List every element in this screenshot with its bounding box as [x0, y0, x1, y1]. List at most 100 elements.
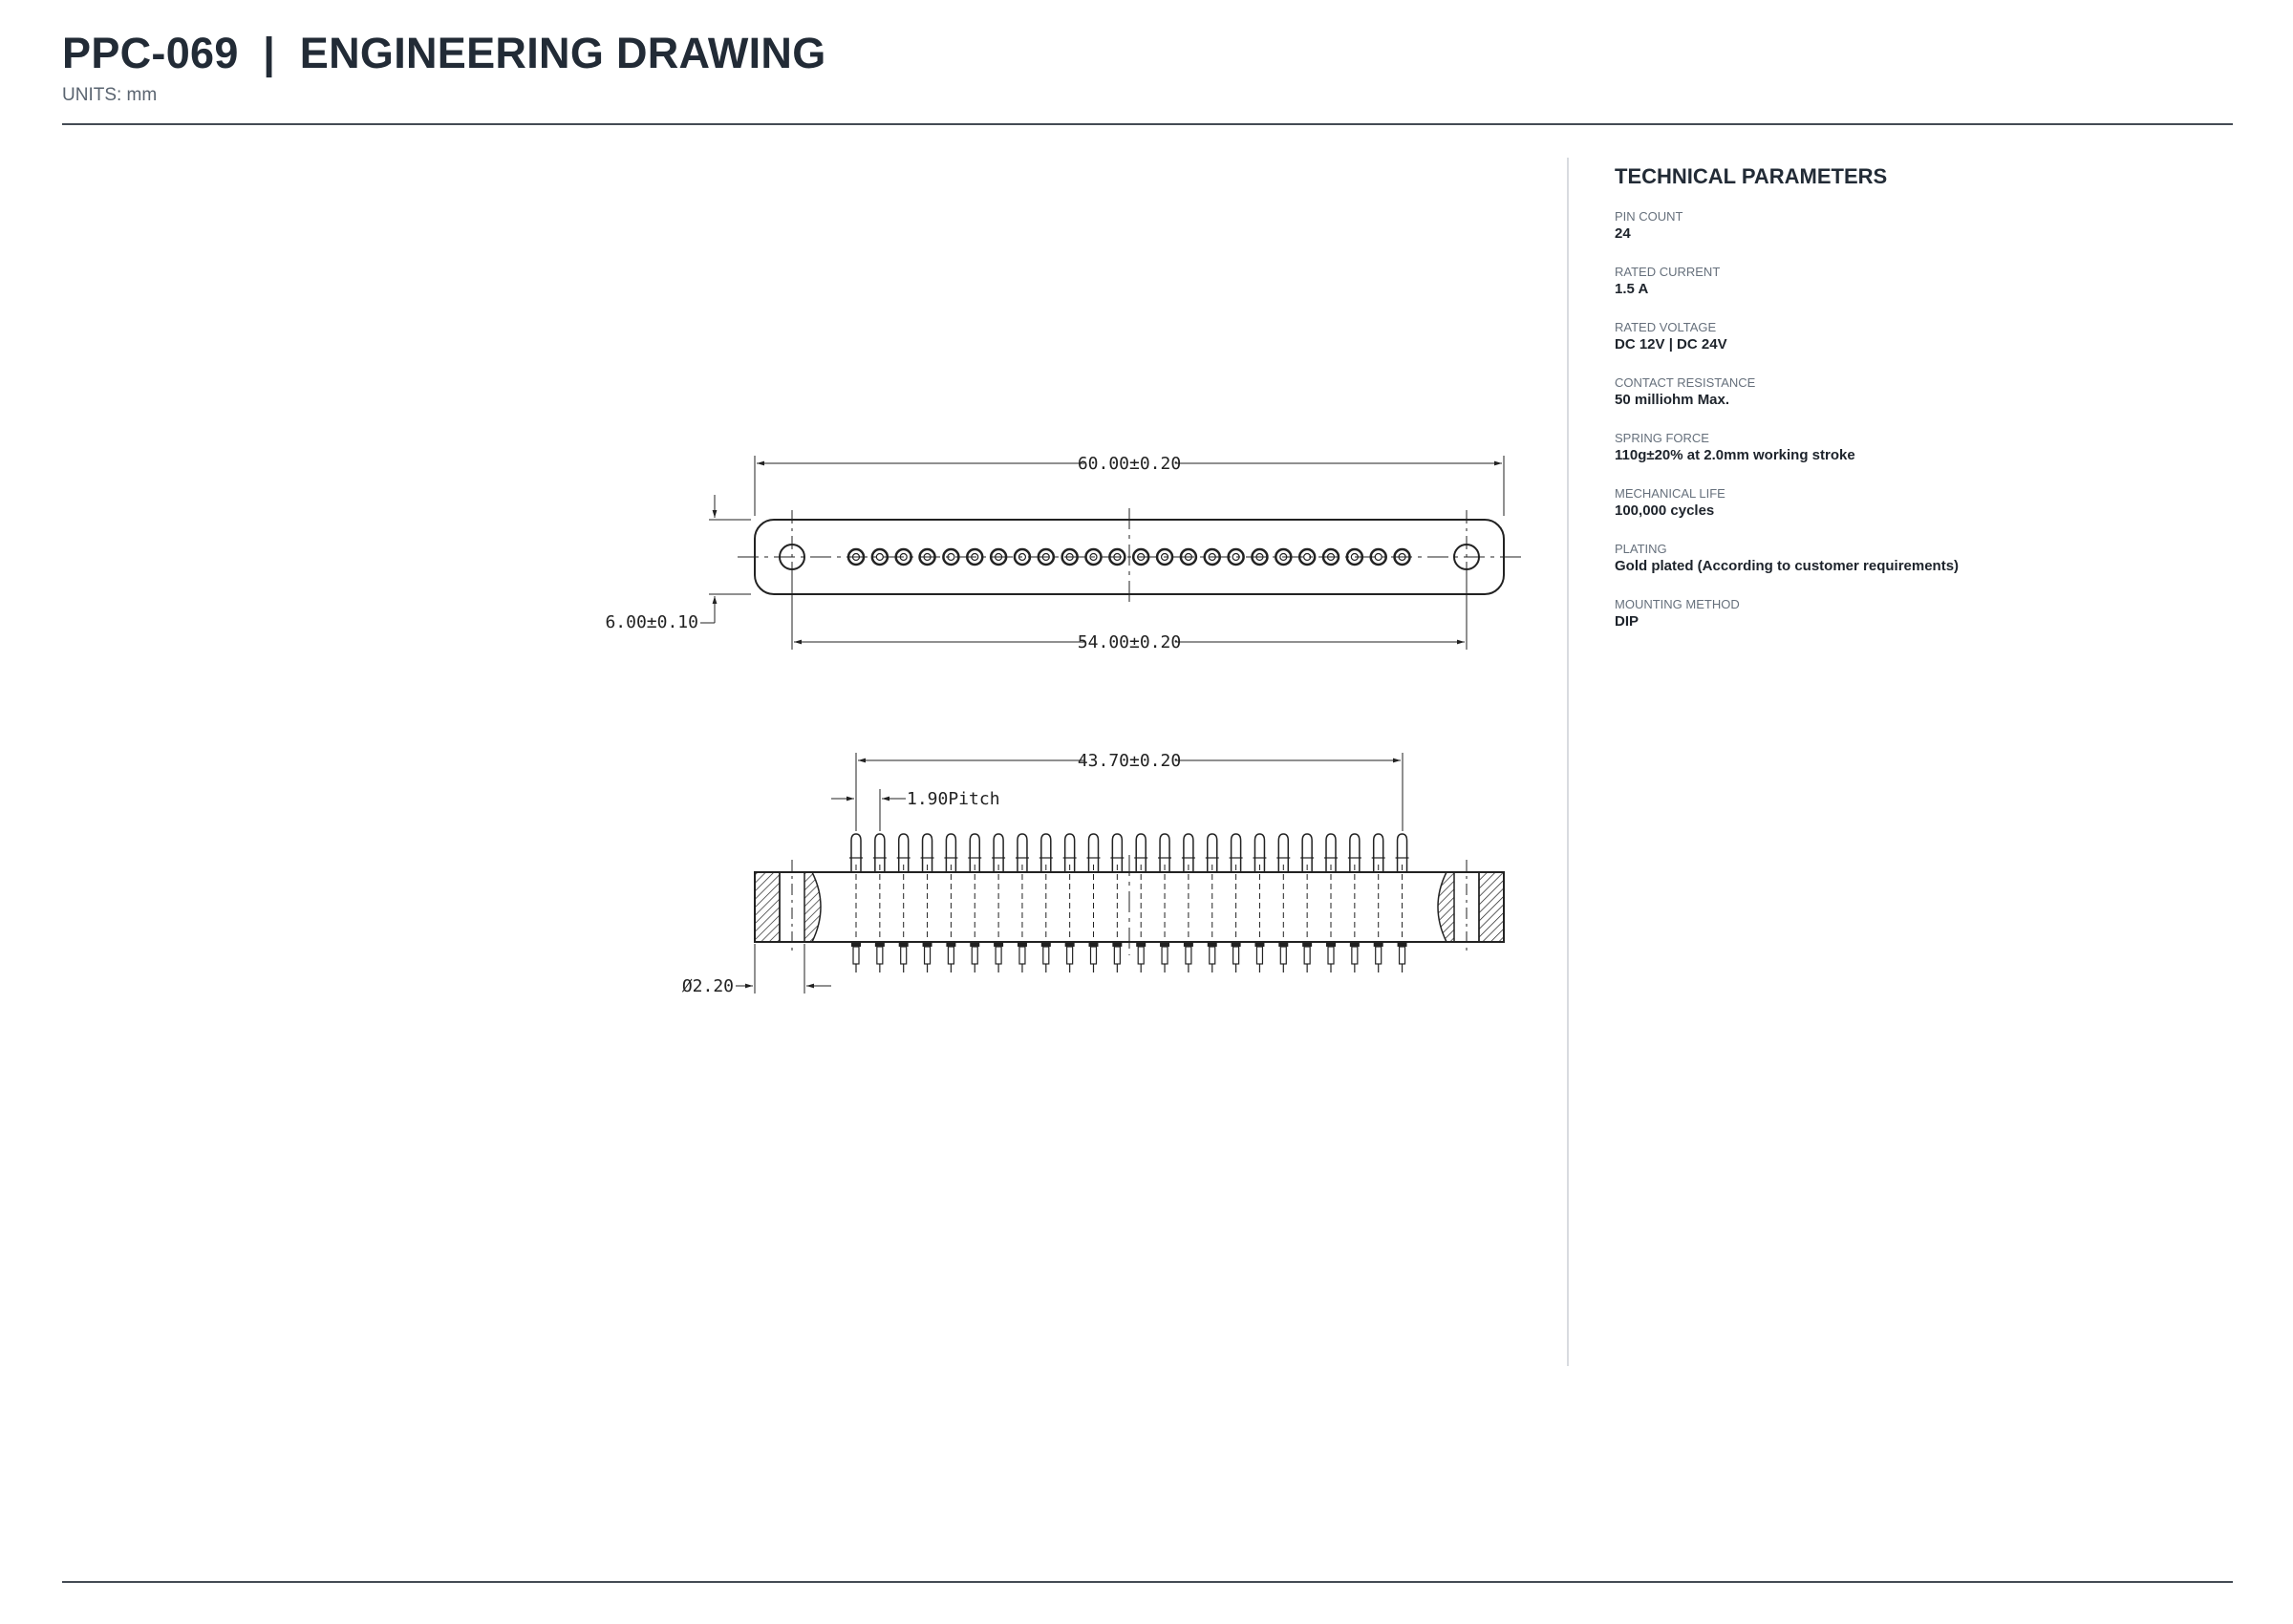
pin-contact: [966, 547, 984, 566]
pin-side: [1015, 833, 1029, 972]
hatch-right-outer: [1478, 871, 1505, 943]
pin-contact: [1013, 547, 1032, 566]
dim-height-label: 6.00±0.10: [605, 612, 698, 632]
pin-side: [896, 833, 911, 972]
pin-side: [920, 833, 934, 972]
pin-contact: [1179, 547, 1198, 566]
param-value: DC 12V | DC 24V: [1615, 336, 1727, 353]
hatch-left-inner: [804, 871, 822, 943]
param-label: PLATING: [1615, 542, 1667, 556]
pin-side: [1229, 833, 1243, 972]
param-rated-voltage: RATED VOLTAGE DC 12V | DC 24V: [1615, 320, 2236, 354]
pin-contact: [1393, 547, 1411, 566]
dimension-hole-diameter: Ø2.20: [682, 944, 831, 996]
param-contact-resistance: CONTACT RESISTANCE 50 milliohm Max.: [1615, 375, 2236, 410]
pin-side: [968, 833, 982, 972]
pin-contact: [1061, 547, 1079, 566]
pin-contact: [1203, 547, 1221, 566]
pin-side: [1347, 833, 1361, 972]
dim-overall-length-label: 60.00±0.20: [1078, 454, 1181, 474]
header-divider: [62, 123, 2233, 125]
pin-side: [1086, 833, 1101, 972]
dimension-overall-length: 60.00±0.20: [754, 454, 1505, 516]
pin-contact: [1131, 547, 1150, 566]
pin-side: [1276, 833, 1291, 972]
param-label: PIN COUNT: [1615, 209, 1683, 224]
pin-contact: [894, 547, 912, 566]
param-value: DIP: [1615, 613, 1639, 630]
parameters-heading: TECHNICAL PARAMETERS: [1615, 164, 1888, 188]
param-label: MECHANICAL LIFE: [1615, 486, 1725, 501]
pin-side: [1324, 833, 1338, 972]
hatch-left-outer: [754, 871, 781, 943]
pin-contact: [1037, 547, 1056, 566]
param-value: 50 milliohm Max.: [1615, 392, 1730, 408]
pin-contact: [870, 547, 889, 566]
technical-parameters-panel: TECHNICAL PARAMETERS PIN COUNT 24 RATED …: [1615, 164, 2236, 652]
pin-contact: [918, 547, 936, 566]
pin-side: [1181, 833, 1195, 972]
dimension-hole-spacing: 54.00±0.20: [791, 573, 1468, 652]
pin-side: [1134, 833, 1148, 972]
pin-contact: [942, 547, 960, 566]
param-value: 110g±20% at 2.0mm working stroke: [1615, 447, 1855, 463]
pin-side: [992, 833, 1006, 972]
pin-side: [1395, 833, 1409, 972]
param-label: MOUNTING METHOD: [1615, 597, 1740, 611]
dim-hole-spacing-label: 54.00±0.20: [1078, 632, 1181, 652]
dimension-pitch: 1.90Pitch: [831, 789, 1000, 831]
param-value: 100,000 cycles: [1615, 502, 1715, 519]
pin-side: [1253, 833, 1267, 972]
pin-side: [1205, 833, 1219, 972]
side-view: 43.70±0.20 1.90Pitch Ø2.20: [682, 751, 1505, 996]
pin-contact: [846, 547, 866, 566]
pin-side: [849, 833, 863, 972]
pin-side: [1300, 833, 1315, 972]
param-mounting-method: MOUNTING METHOD DIP: [1615, 597, 2236, 631]
pin-side: [1062, 833, 1077, 972]
hatch-right-inner: [1437, 871, 1455, 943]
pin-side: [1158, 833, 1172, 972]
param-spring-force: SPRING FORCE 110g±20% at 2.0mm working s…: [1615, 431, 2236, 465]
dim-pitch-label: 1.90Pitch: [907, 789, 1000, 809]
pin-side: [944, 833, 958, 972]
param-value: Gold plated (According to customer requi…: [1615, 558, 1960, 574]
footer-divider: [62, 1581, 2233, 1583]
pin-contact: [1084, 547, 1103, 566]
param-mechanical-life: MECHANICAL LIFE 100,000 cycles: [1615, 486, 2236, 521]
dimension-pin-span: 43.70±0.20: [855, 751, 1404, 831]
panel-divider: [1567, 158, 1569, 1366]
param-plating: PLATING Gold plated (According to custom…: [1615, 542, 2236, 576]
pin-contact: [1251, 547, 1269, 566]
dim-pin-span-label: 43.70±0.20: [1078, 751, 1181, 771]
pin-contact: [1227, 547, 1245, 566]
pin-side: [872, 833, 887, 972]
param-value: 1.5 A: [1615, 281, 1649, 297]
pin-side: [1039, 833, 1053, 972]
pin-contact: [1275, 547, 1293, 566]
units-label: UNITS: mm: [62, 85, 158, 105]
drawing-header: PPC-069 | ENGINEERING DRAWING UNITS: mm: [62, 27, 826, 106]
pin-side: [1110, 833, 1125, 972]
dimension-height: 6.00±0.10: [605, 495, 751, 632]
pin-contact: [1155, 547, 1174, 566]
pin-side: [1371, 833, 1385, 972]
param-label: RATED CURRENT: [1615, 265, 1721, 279]
param-pin-count: PIN COUNT 24: [1615, 209, 2236, 244]
param-value: 24: [1615, 225, 1631, 242]
param-rated-current: RATED CURRENT 1.5 A: [1615, 265, 2236, 299]
engineering-drawing: 60.00±0.20 6.00±0.10 54.00±0.20: [605, 454, 1522, 996]
pin-contact: [1369, 547, 1387, 566]
pin-contacts-top: [846, 547, 1411, 566]
param-label: RATED VOLTAGE: [1615, 320, 1717, 334]
pin-contact: [989, 547, 1008, 566]
pin-contact: [1345, 547, 1364, 566]
pin-contact: [1108, 547, 1126, 566]
pin-contacts-side: [849, 833, 1409, 972]
dim-hole-diameter-label: Ø2.20: [682, 976, 734, 996]
param-label: CONTACT RESISTANCE: [1615, 375, 1756, 390]
page-title: PPC-069 | ENGINEERING DRAWING: [62, 29, 826, 77]
param-label: SPRING FORCE: [1615, 431, 1709, 445]
top-view: 60.00±0.20 6.00±0.10 54.00±0.20: [605, 454, 1522, 652]
pin-contact: [1297, 547, 1317, 566]
